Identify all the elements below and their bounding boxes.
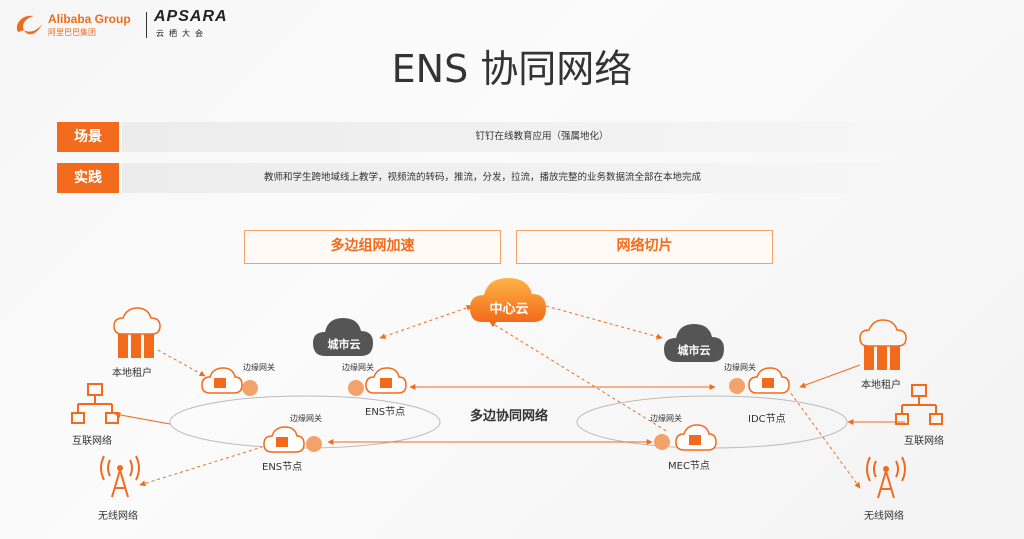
gateway-label-ens-bottom: 边缘网关 bbox=[290, 414, 322, 423]
city-cloud-right-label: 城市云 bbox=[677, 344, 711, 357]
wireless-tower-right-icon bbox=[866, 456, 906, 499]
node-ens-bottom-label: ENS节点 bbox=[262, 462, 303, 473]
node-mec-label: MEC节点 bbox=[668, 461, 710, 472]
page-title: ENS 协同网络 bbox=[391, 47, 633, 91]
node-idc-label: IDC节点 bbox=[748, 414, 786, 425]
row-label-scenario: 场景 bbox=[57, 122, 119, 152]
link-center-city-right bbox=[545, 305, 663, 340]
city-cloud-left-icon bbox=[313, 318, 373, 356]
internet-network-right-icon bbox=[895, 384, 943, 425]
row-content-scenario: 钉钉在线教育应用（强属地化） bbox=[122, 122, 962, 152]
feature-network-slicing: 网络切片 bbox=[516, 230, 773, 264]
row-content-practice: 教师和学生跨地域线上教学，视频流的转码，推流，分发，拉流，播放完整的业务数据流全… bbox=[122, 163, 962, 193]
alibaba-logo-text-cn: 阿里巴巴集团 bbox=[48, 28, 96, 37]
local-tenant-left-icon bbox=[113, 307, 161, 358]
left-wireless-label: 无线网络 bbox=[98, 511, 138, 522]
link-wireless-right bbox=[789, 391, 861, 489]
node-ens-top-label: ENS节点 bbox=[365, 407, 406, 418]
alibaba-logo-text: Alibaba Group bbox=[48, 12, 131, 26]
city-cloud-left-label: 城市云 bbox=[327, 338, 361, 351]
internet-network-left-icon bbox=[71, 383, 119, 424]
link-internet-left bbox=[114, 412, 171, 425]
right-wireless-label: 无线网络 bbox=[864, 511, 904, 522]
gateway-cluster-idc-icon bbox=[729, 367, 790, 394]
apsara-logo-text-cn: 云栖大会 bbox=[156, 29, 208, 38]
link-tenant-right bbox=[799, 364, 861, 388]
center-cloud-label: 中心云 bbox=[489, 302, 529, 317]
feature-multi-edge-acceleration: 多边组网加速 bbox=[244, 230, 501, 264]
left-internet-label: 互联网络 bbox=[72, 436, 112, 447]
local-tenant-right-icon bbox=[859, 319, 907, 370]
city-cloud-right-icon bbox=[664, 324, 724, 362]
network-center-label: 多边协同网络 bbox=[470, 409, 549, 424]
gateway-cluster-left-icon bbox=[201, 367, 258, 396]
alibaba-logo: Alibaba Group 阿里巴巴集团 bbox=[12, 10, 142, 40]
gateway-label-ens-top: 边缘网关 bbox=[342, 363, 374, 372]
link-wireless-left bbox=[139, 446, 263, 487]
right-internet-label: 互联网络 bbox=[904, 436, 944, 447]
right-local-tenant-label: 本地租户 bbox=[861, 380, 901, 391]
left-local-tenant-label: 本地租户 bbox=[112, 368, 152, 379]
gateway-cluster-ens-top-icon bbox=[348, 367, 407, 396]
gateway-cluster-mec-icon bbox=[654, 424, 717, 451]
gateway-cluster-ens-bottom-icon bbox=[263, 426, 322, 453]
wireless-tower-left-icon bbox=[100, 455, 140, 498]
center-cloud-icon bbox=[470, 278, 546, 322]
link-center-city-left bbox=[379, 304, 473, 340]
row-label-practice: 实践 bbox=[57, 163, 119, 193]
gateway-label-idc: 边缘网关 bbox=[724, 363, 756, 372]
apsara-logo-text: APSARA bbox=[154, 8, 228, 25]
gateway-label-mec: 边缘网关 bbox=[650, 414, 682, 423]
link-tenant-left-gw bbox=[157, 349, 206, 377]
apsara-logo: APSARA 云栖大会 bbox=[154, 8, 244, 40]
link-center-mec bbox=[489, 321, 669, 433]
gateway-label-left: 边缘网关 bbox=[243, 363, 275, 372]
alibaba-mark-icon bbox=[16, 15, 42, 35]
logo-divider bbox=[146, 12, 147, 38]
network-ellipse-left bbox=[169, 395, 441, 449]
